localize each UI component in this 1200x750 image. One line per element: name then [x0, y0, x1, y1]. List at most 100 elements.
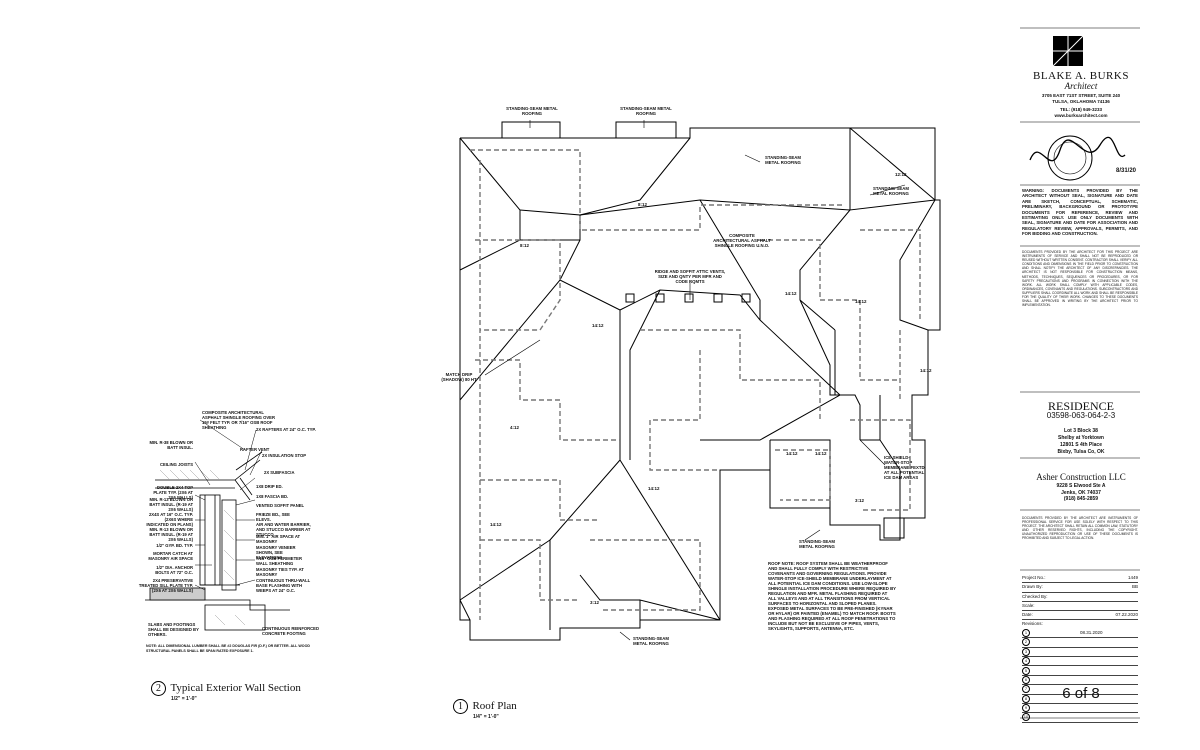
label-match-drip: MATCH DRIP (SHADOW) 80 HT	[441, 372, 477, 382]
roof-leaders	[484, 120, 906, 641]
project-address: Lot 3 Block 38 Shelby at Yorktown 12801 …	[1057, 428, 1105, 455]
seal-date: 8/31/20	[1116, 168, 1137, 174]
view-number: 1	[453, 699, 468, 714]
architect-seal	[1029, 135, 1126, 181]
title-block-frame	[1020, 27, 1140, 719]
sheet-number: 6 of 8	[1062, 685, 1100, 702]
pitch-label: 8:12	[638, 202, 648, 207]
wall-section-note-right: 1x8 DRIP ED.	[256, 484, 283, 489]
project-title: RESIDENCE	[1048, 399, 1114, 413]
wall-section-note-right: FRIEZE BD., SEE ELEVS.	[256, 512, 290, 522]
pitch-label: 14:12	[855, 299, 867, 304]
info-row: Drawn By:BB	[1022, 583, 1138, 593]
pitch-label: 4:12	[510, 425, 520, 430]
revision-row: 9	[1022, 704, 1138, 714]
revision-row: 3	[1022, 647, 1138, 657]
label-ridge-vents: RIDGE AND SOFFIT ATTIC VENTS, SIZE AND Q…	[654, 269, 726, 284]
view-title-wall-section: 2 Typical Exterior Wall Section 1/2" = 1…	[151, 678, 301, 702]
wall-section-footnote: NOTE: ALL DIMENSIONAL LUMBER SHALL BE #2…	[146, 644, 310, 653]
roof-note: ROOF NOTE: ROOF SYSTEM SHALL BE WEATHERP…	[768, 561, 896, 631]
title-block: BLAKE A. BURKS Architect 3705 EAST 71ST …	[1020, 30, 1142, 723]
wall-section-note-left: MORTAR CATCH AT MASONRY AIR SPACE	[148, 551, 193, 561]
pitch-label: 14:12	[592, 323, 604, 328]
project-info-table: Project No.:1449 Drawn By:BB Checked By:…	[1022, 574, 1138, 723]
wall-section-note-right: 2x SUBFASCIA	[264, 470, 295, 475]
revision-row: 2	[1022, 638, 1138, 648]
wall-section-drawing	[145, 451, 290, 631]
label-ice-shield: ICE-SHIELD-WATER-STOP MEMBRANE FEXTD AT …	[884, 455, 925, 480]
revision-row: 10	[1022, 713, 1138, 723]
wall-section-note-left: SLABS AND FOOTINGS SHALL BE DESIGNED BY …	[148, 622, 199, 637]
view-scale: 1/4" = 1'-0"	[473, 714, 499, 720]
view-number: 2	[151, 681, 166, 696]
pitch-label: 3:12	[590, 600, 600, 605]
firm-name: BLAKE A. BURKS	[1033, 70, 1129, 82]
roof-plan-walls-below	[470, 149, 921, 620]
info-row: Date:07.22.2020	[1022, 611, 1138, 621]
pitch-label: 12:12	[895, 172, 907, 177]
view-title-roof-plan: 1 Roof Plan 1/4" = 1'-0"	[453, 696, 517, 720]
revision-row: 4	[1022, 657, 1138, 667]
firm-subtitle: Architect	[1064, 81, 1098, 91]
project-number: 03598-063-064-2-3	[1046, 411, 1116, 420]
wall-section-hatching	[159, 469, 246, 626]
wall-section-note-right: CONTINUOUS REINFORCED CONCRETE FOOTING	[262, 626, 319, 636]
wall-section-note-right: COMPOSITE ARCHITECTURAL ASPHALT SHINGLE …	[202, 410, 275, 430]
label-standing-seam-1: STANDING-SEAM METAL ROOFING	[506, 106, 558, 116]
wall-section-note-left: 1/2" GYP. BD. TYP.	[156, 543, 193, 548]
wall-section-leaders	[194, 419, 263, 591]
pitch-label: 8:12	[520, 243, 530, 248]
builder-name: Asher Construction LLC	[1036, 472, 1126, 482]
wall-section-note-right: MASONRY TIES TYP. AT MASONRY	[256, 567, 304, 577]
label-standing-seam-4: STANDING-SEAM METAL ROOFING	[873, 186, 909, 196]
revision-row: 7	[1022, 685, 1138, 695]
wall-section-note-right: 2x INSULATION STOP	[262, 453, 307, 458]
wall-section-note-right: AIR AND WATER BARRIER, AND STUCCO BARRIE…	[256, 522, 311, 537]
view-scale: 1/2" = 1'-0"	[171, 696, 197, 702]
ridge-vents	[625, 293, 751, 303]
pitch-label: 14:12	[490, 522, 502, 527]
label-standing-seam-2: STANDING-SEAM METAL ROOFING	[620, 106, 672, 116]
label-standing-seam-6: STANDING-SEAM METAL ROOFING	[633, 636, 669, 646]
info-row: Project No.:1449	[1022, 574, 1138, 584]
warning-text: WARNING: DOCUMENTS PROVIDED BY THE ARCHI…	[1022, 188, 1138, 237]
wall-section-note-right: VENTED SOFFIT PANEL	[256, 503, 305, 508]
info-row: Checked By:	[1022, 593, 1138, 602]
wall-section-note-left: MIN. R-38 BLOWN OR BATT INSUL.	[149, 440, 193, 450]
legal-text: DOCUMENTS PROVIDED BY THE ARCHITECT FOR …	[1022, 250, 1138, 308]
pitch-label: 14:12	[786, 451, 798, 456]
wall-section-note-right: RAFTER VENT	[240, 447, 270, 452]
wall-section-note-left: 2x4 PRESERVATIVE TREATED SILL PLATE TYP.…	[138, 578, 193, 593]
pitch-label: 14:12	[785, 291, 797, 296]
info-row: Scale:	[1022, 602, 1138, 612]
wall-section-note-left: DOUBLE 2x4 TOP PLATE TYP. (2x6 AT 2x6 WA…	[153, 485, 193, 500]
firm-address: 3705 EAST 71ST STREET, SUITE 240 TULSA, …	[1041, 93, 1121, 118]
wall-section-note-right: 2x RAFTERS AT 24" O.C. TYP.	[256, 427, 316, 432]
firm-logo	[1052, 35, 1084, 67]
wall-section-note-right: 7/16" OSB PERIMETER WALL SHEATHING	[256, 556, 302, 566]
label-standing-seam-3: STANDING-SEAM METAL ROOFING	[765, 155, 801, 165]
builder-address: 9228 S Elwood Ste A Jenks, OK 74037 (918…	[1056, 483, 1106, 502]
pitch-label: 3:12	[855, 498, 865, 503]
revision-row: 6	[1022, 675, 1138, 686]
revision-row: 8	[1022, 694, 1138, 704]
copyright-text: DOCUMENTS PROVIDED BY THE ARCHITECT ARE …	[1022, 516, 1138, 541]
wall-section-note-right: MASONRY VENEER SHOWN, SEE ELEVATIONS	[256, 545, 296, 560]
label-standing-seam-5: STANDING-SEAM METAL ROOFING	[799, 539, 835, 549]
wall-section-note-left: 2x4s AT 16" O.C. TYP. (2x6s WHERE INDICA…	[146, 512, 193, 527]
pitch-label: 14:12	[815, 451, 827, 456]
revision-row: 5	[1022, 666, 1138, 676]
wall-section-note-right: MIN. 1" AIR SPACE AT MASONRY	[256, 534, 301, 544]
wall-section-note-left: MIN. R-13 BLOWN OR BATT INSUL. (R-19 AT …	[149, 497, 193, 512]
view-title: Roof Plan	[472, 700, 517, 712]
pitch-label: 14:12	[648, 486, 660, 491]
pitch-label: 14:12	[920, 368, 932, 373]
label-composite-roofing: COMPOSITE ARCHITECTURAL ASPHALT SHINGLE …	[713, 233, 771, 248]
view-title: Typical Exterior Wall Section	[170, 682, 301, 694]
wall-section-note-left: 1/2" DIA. ANCHOR BOLTS AT 72" O.C.	[155, 565, 193, 575]
revisions-header: Revisions:	[1022, 621, 1043, 627]
wall-section-note-right: 1x8 FASCIA BD.	[256, 494, 289, 499]
wall-section-note-left: MIN. R-13 BLOWN OR BATT INSUL. (R-19 AT …	[149, 527, 193, 542]
